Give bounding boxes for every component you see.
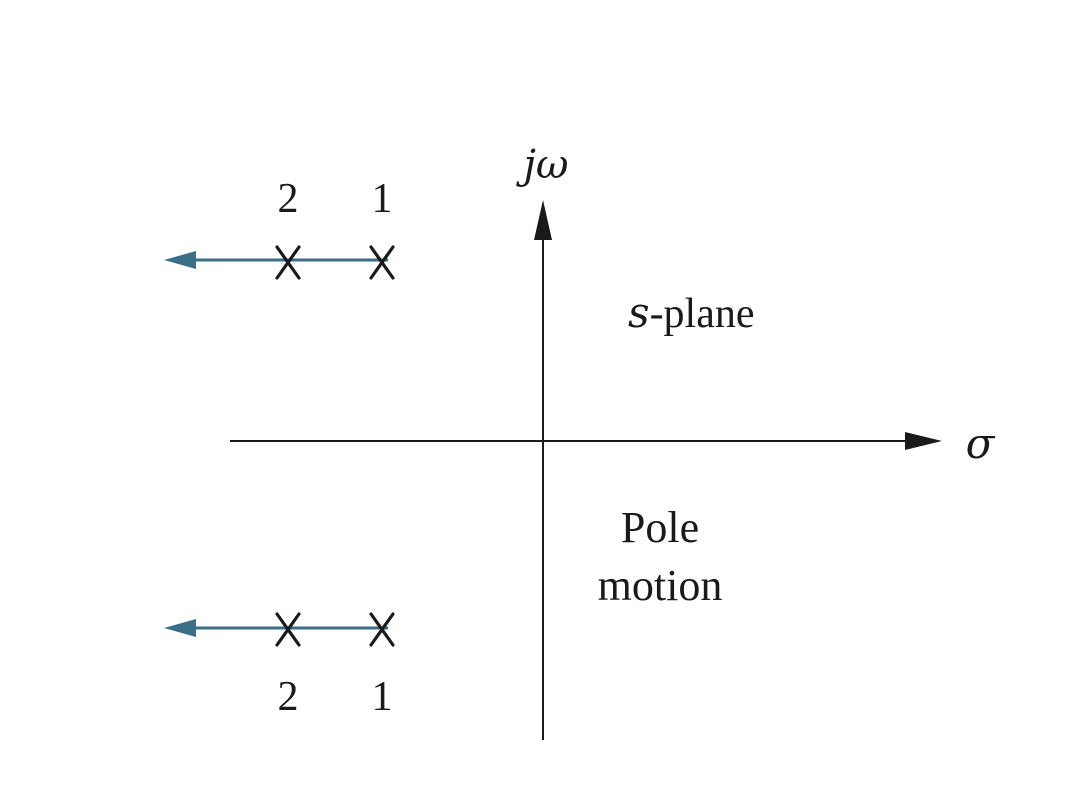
upper-left-arrow-icon (164, 251, 196, 269)
upper-pole-2-x-mark-icon (275, 245, 301, 280)
pole-motion-label-line1: Pole (621, 503, 699, 552)
s-plane-label-variable: s (628, 288, 650, 337)
pole-motion-label-line2: motion (598, 561, 723, 610)
sigma-axis-label: σ (966, 419, 996, 468)
upper-pole-1-label: 1 (372, 176, 393, 222)
upper-pole-group: 2 1 (164, 176, 395, 280)
upper-pole-1-x-mark-icon (369, 245, 395, 280)
upper-pole-2-label: 2 (278, 176, 299, 222)
s-plane-label-text: -plane (650, 291, 755, 337)
lower-pole-2-x-mark-icon (275, 612, 301, 647)
lower-left-arrow-icon (164, 619, 196, 637)
lower-pole-1-x-mark-icon (369, 612, 395, 647)
jw-axis-arrowhead-icon (534, 200, 552, 240)
sigma-axis-arrowhead-icon (905, 432, 942, 450)
lower-pole-1-label: 1 (372, 674, 393, 720)
lower-pole-2-label: 2 (278, 674, 299, 720)
lower-pole-group: 2 1 (164, 612, 395, 720)
s-plane-label: s-plane (628, 288, 755, 337)
jw-axis-label: jω (515, 142, 568, 188)
